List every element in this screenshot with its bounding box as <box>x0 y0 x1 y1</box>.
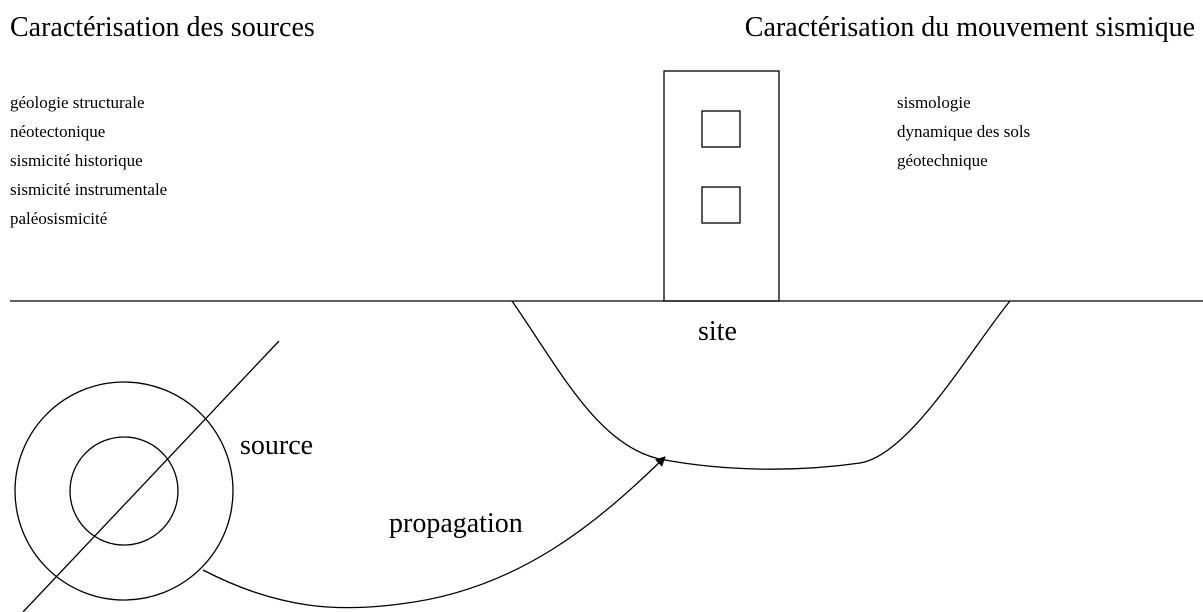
building-window-lower <box>701 186 741 224</box>
source-discipline-item: néotectonique <box>10 122 106 141</box>
motion-discipline-item: dynamique des sols <box>897 122 1031 141</box>
seismic-motion-heading: Caractérisation du mouvement sismique <box>744 12 1195 43</box>
source-inner-circle <box>69 436 179 546</box>
building-icon <box>663 70 780 302</box>
source-discipline-item: sismicité historique <box>10 151 143 170</box>
motion-discipline-item: géotechnique <box>897 151 988 170</box>
fault-line <box>22 340 280 612</box>
source-discipline-item: paléosismicité <box>10 209 108 228</box>
propagation-label: propagation <box>389 508 523 539</box>
source-outer-circle <box>14 381 234 601</box>
motion-disciplines-list: sismologie dynamique des sols géotechniq… <box>897 88 1030 175</box>
building-window-upper <box>701 110 741 148</box>
site-basin-curve <box>511 300 1011 470</box>
source-discipline-item: géologie structurale <box>10 93 145 112</box>
sources-heading: Caractérisation des sources <box>10 12 315 43</box>
source-discipline-item: sismicité instrumentale <box>10 180 168 199</box>
source-disciplines-list: géologie structurale néotectonique sismi… <box>10 88 167 233</box>
site-label: site <box>698 316 737 347</box>
motion-discipline-item: sismologie <box>897 93 971 112</box>
source-label: source <box>240 430 314 461</box>
propagation-arrow <box>202 456 666 609</box>
